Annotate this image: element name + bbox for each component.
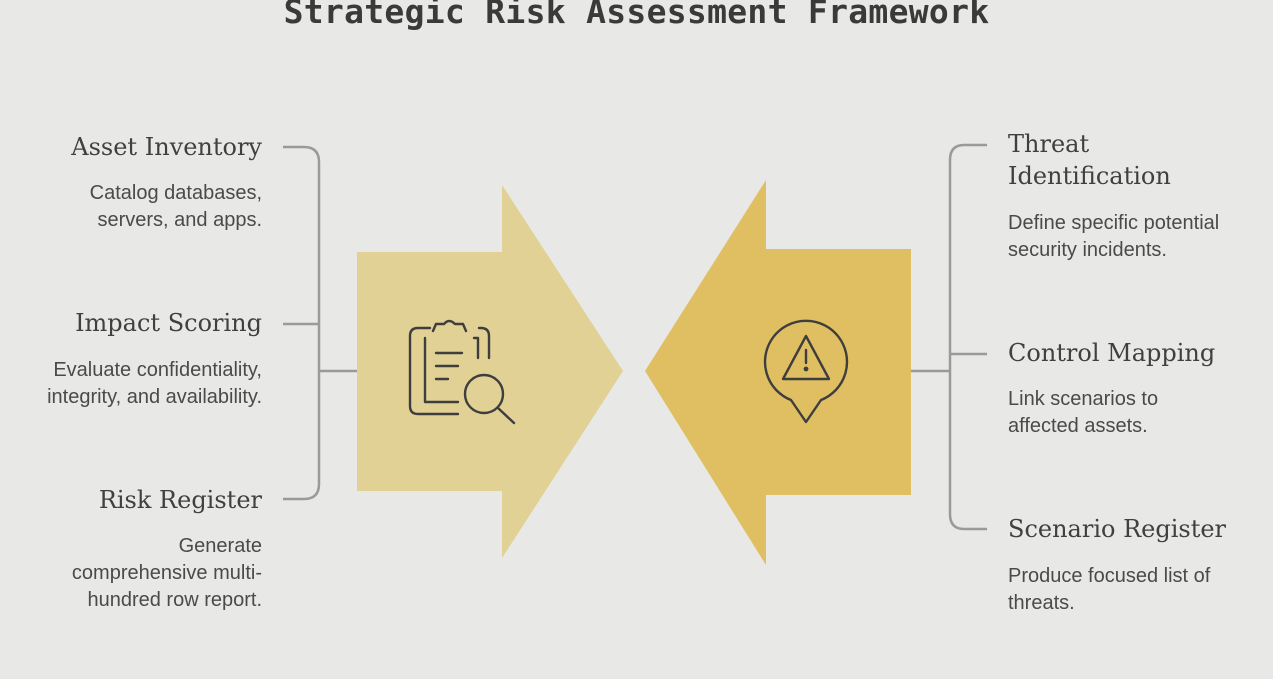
step-scenario-register-description: Produce focused list of threats.	[1008, 565, 1211, 614]
right-connector	[911, 143, 987, 531]
step-asset-inventory-title: Asset Inventory	[71, 133, 262, 161]
step-risk-register-description: Generate comprehensive multi-hundred row…	[71, 535, 262, 611]
step-asset-inventory-description: Catalog databases, servers, and apps.	[89, 182, 262, 231]
right-arrow	[645, 180, 911, 565]
step-risk-register-title: Risk Register	[98, 486, 262, 514]
left-connector	[283, 145, 357, 501]
step-scenario-register-title: Scenario Register	[1008, 515, 1227, 543]
step-impact-scoring-description: Evaluate confidentiality, integrity, and…	[47, 359, 262, 408]
step-control-mapping-description: Link scenarios to affected assets.	[1008, 388, 1159, 437]
step-threat-identification-title: Threat Identification	[1008, 130, 1171, 190]
left-arrow	[357, 185, 623, 558]
step-threat-identification-description: Define specific potential security incid…	[1008, 212, 1220, 261]
step-control-mapping-title: Control Mapping	[1008, 339, 1216, 367]
step-impact-scoring-title: Impact Scoring	[75, 309, 262, 337]
warning-pin-icon	[763, 319, 849, 424]
page-title: Strategic Risk Assessment Framework	[283, 0, 990, 31]
clipboard-search-icon	[408, 319, 516, 425]
